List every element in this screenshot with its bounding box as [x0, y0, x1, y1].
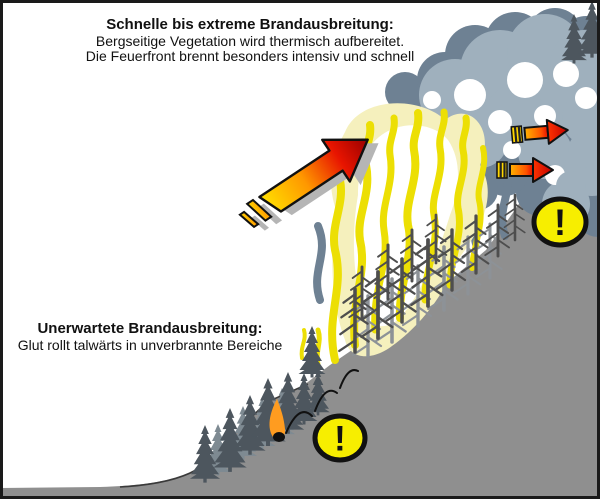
bounce-trail [285, 369, 359, 434]
top-caption-line2: Bergseitige Vegetation wird thermisch au… [95, 32, 405, 49]
warning-exclamation: ! [554, 202, 566, 243]
ember-dot [273, 432, 285, 442]
arrow-dash-2 [238, 210, 260, 229]
warning-exclamation: ! [334, 420, 346, 459]
upslope-wind-arrow-1-icon [510, 118, 569, 145]
spread-direction-arrow-icon [238, 138, 379, 231]
rolling-ember-icon [269, 369, 359, 442]
top-caption-line3: Die Feuerfront brennt besonders intensiv… [85, 48, 415, 64]
upslope-wind-arrow-2-icon [496, 157, 554, 183]
bottom-caption-line2: Glut rollt talwärts in unverbrannte Bere… [17, 336, 283, 353]
ember-flame [269, 399, 286, 440]
warning-icon-top: ! [531, 196, 589, 248]
arrow-body [258, 138, 369, 213]
bottom-caption: Unerwartete Brandausbreitung: Glut rollt… [0, 321, 300, 353]
top-caption-heading: Schnelle bis extreme Brandausbreitung: [106, 16, 394, 33]
slope-surface [0, 58, 600, 499]
top-caption: Schnelle bis extreme Brandausbreitung: B… [35, 17, 465, 65]
bottom-caption-heading: Unerwartete Brandausbreitung: [37, 320, 263, 337]
smoke-over-trees [556, 132, 600, 201]
arrow-dash-1 [245, 198, 273, 222]
warning-icon-bottom: ! [312, 413, 368, 463]
